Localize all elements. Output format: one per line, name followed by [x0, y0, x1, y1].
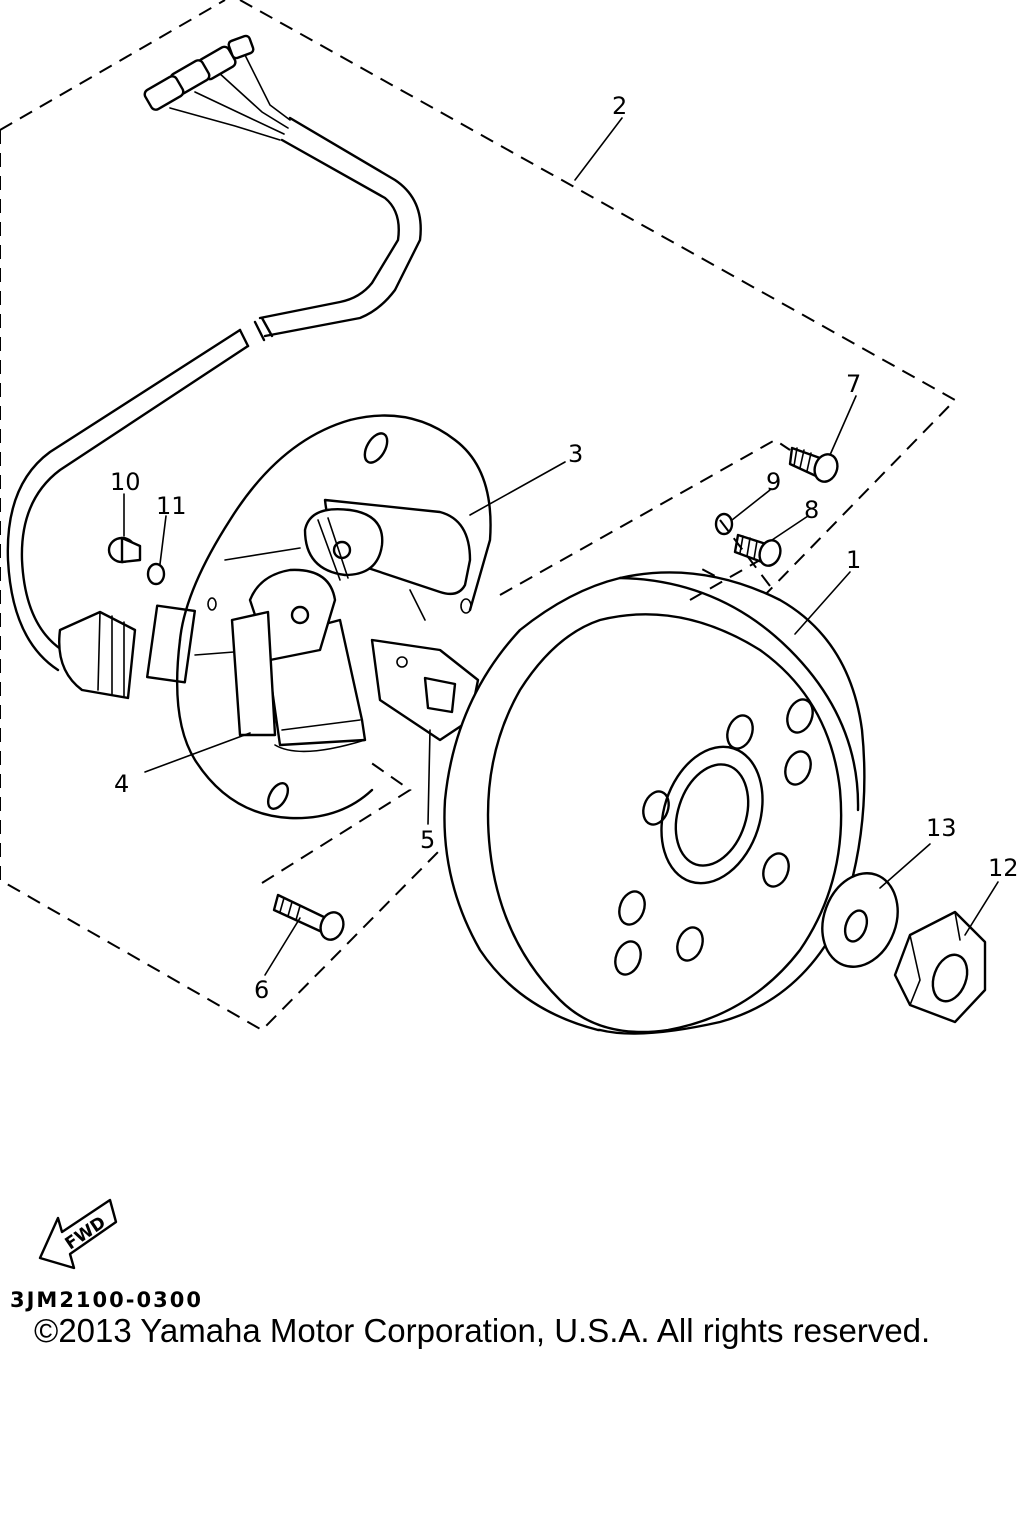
screw-7 — [788, 446, 839, 483]
callout-labels: 1 2 3 4 5 6 7 8 9 10 11 12 13 — [110, 92, 1019, 1004]
nut-12 — [893, 910, 987, 1024]
fwd-arrow-icon: FWD — [38, 1198, 118, 1270]
callout-5: 5 — [420, 826, 435, 854]
stator-plate — [175, 414, 492, 820]
washer-9 — [714, 512, 734, 536]
callout-6: 6 — [254, 976, 269, 1004]
callout-10: 10 — [110, 468, 141, 496]
diagram-reference-code: 3JM2100-0300 — [10, 1288, 203, 1312]
callout-8: 8 — [804, 496, 819, 524]
washer-13 — [821, 872, 899, 968]
callout-12: 12 — [988, 854, 1019, 882]
callout-1: 1 — [846, 546, 861, 574]
copyright-notice: ©2013 Yamaha Motor Corporation, U.S.A. A… — [34, 1312, 931, 1349]
callout-4: 4 — [114, 770, 129, 798]
callout-13: 13 — [926, 814, 957, 842]
callout-11: 11 — [156, 492, 187, 520]
screw-10 — [107, 536, 142, 564]
callout-2: 2 — [612, 92, 627, 120]
washer-11 — [146, 562, 166, 586]
coil-3 — [303, 498, 472, 596]
callout-9: 9 — [766, 468, 781, 496]
callout-3: 3 — [568, 440, 583, 468]
screw-8 — [733, 533, 782, 567]
screw-6 — [272, 893, 345, 941]
leader-lines — [123, 117, 999, 976]
coil-4 — [230, 568, 367, 753]
callout-7: 7 — [846, 370, 861, 398]
flywheel-rotor — [443, 571, 866, 1035]
